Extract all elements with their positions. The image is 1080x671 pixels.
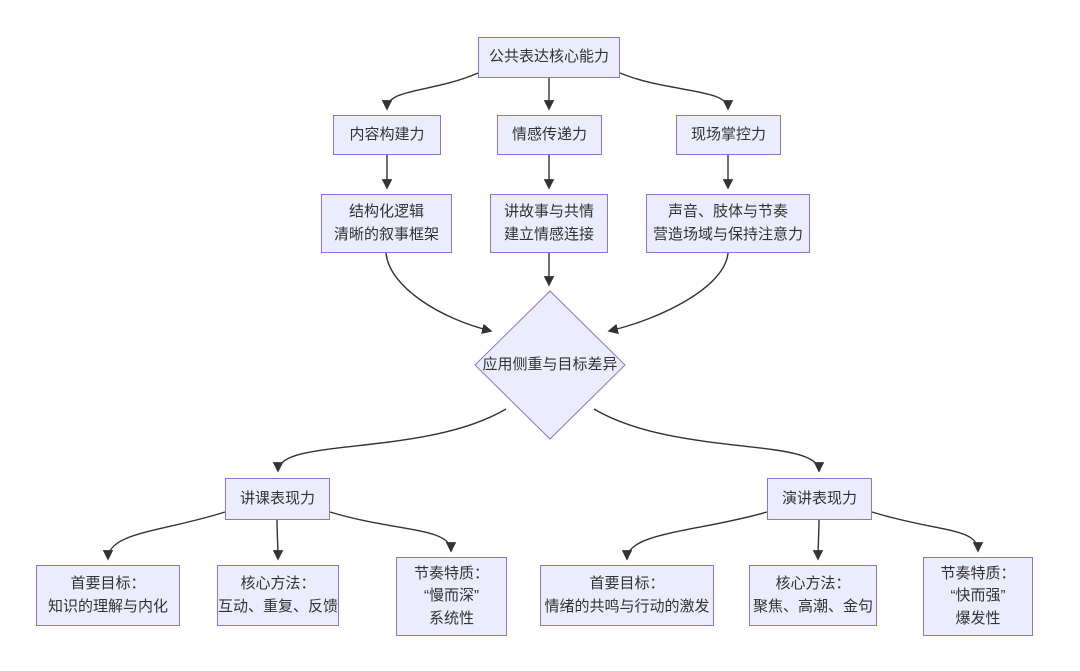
node-speech-method: 核心方法： 聚焦、高潮、金句 <box>749 565 877 626</box>
node-speech-rhythm: 节奏特质： “快而强” 爆发性 <box>923 557 1033 636</box>
edge-speech-goal <box>621 511 768 561</box>
edge-speech-method <box>812 519 824 561</box>
node-emotion: 情感传递力 <box>497 115 602 155</box>
edge-decision-lecture <box>272 408 507 473</box>
edge-root-stage <box>619 72 734 111</box>
decision-diamond-shape <box>474 290 626 440</box>
node-lecture: 讲课表现力 <box>225 478 330 520</box>
edge-contentdetail-decision <box>385 252 493 335</box>
node-lecture-method: 核心方法： 互动、重复、反馈 <box>217 565 339 626</box>
node-lecture-rhythm: 节奏特质： “慢而深” 系统性 <box>396 557 507 636</box>
node-decision: 应用侧重与目标差异 <box>482 355 618 373</box>
edge-root-content <box>381 72 479 111</box>
node-stage-detail: 声音、肢体与节奏 营造场域与保持注意力 <box>646 194 810 253</box>
node-speech-goal: 首要目标： 情绪的共鸣与行动的激发 <box>540 565 714 626</box>
node-content: 内容构建力 <box>333 115 441 155</box>
edge-lecture-rhythm <box>329 511 457 553</box>
edge-stagedetail-decision <box>607 252 729 335</box>
node-root: 公共表达核心能力 <box>478 37 620 78</box>
node-stage: 现场掌控力 <box>676 115 781 155</box>
node-speech: 演讲表现力 <box>767 478 872 520</box>
node-content-detail: 结构化逻辑 清晰的叙事框架 <box>321 194 452 253</box>
node-emotion-detail: 讲故事与共情 建立情感连接 <box>490 194 608 253</box>
edge-decision-speech <box>593 408 825 473</box>
edge-speech-rhythm <box>871 511 984 553</box>
edge-lecture-goal <box>102 511 226 561</box>
edge-lecture-method <box>272 519 284 561</box>
node-lecture-goal: 首要目标： 知识的理解与内化 <box>36 565 180 626</box>
